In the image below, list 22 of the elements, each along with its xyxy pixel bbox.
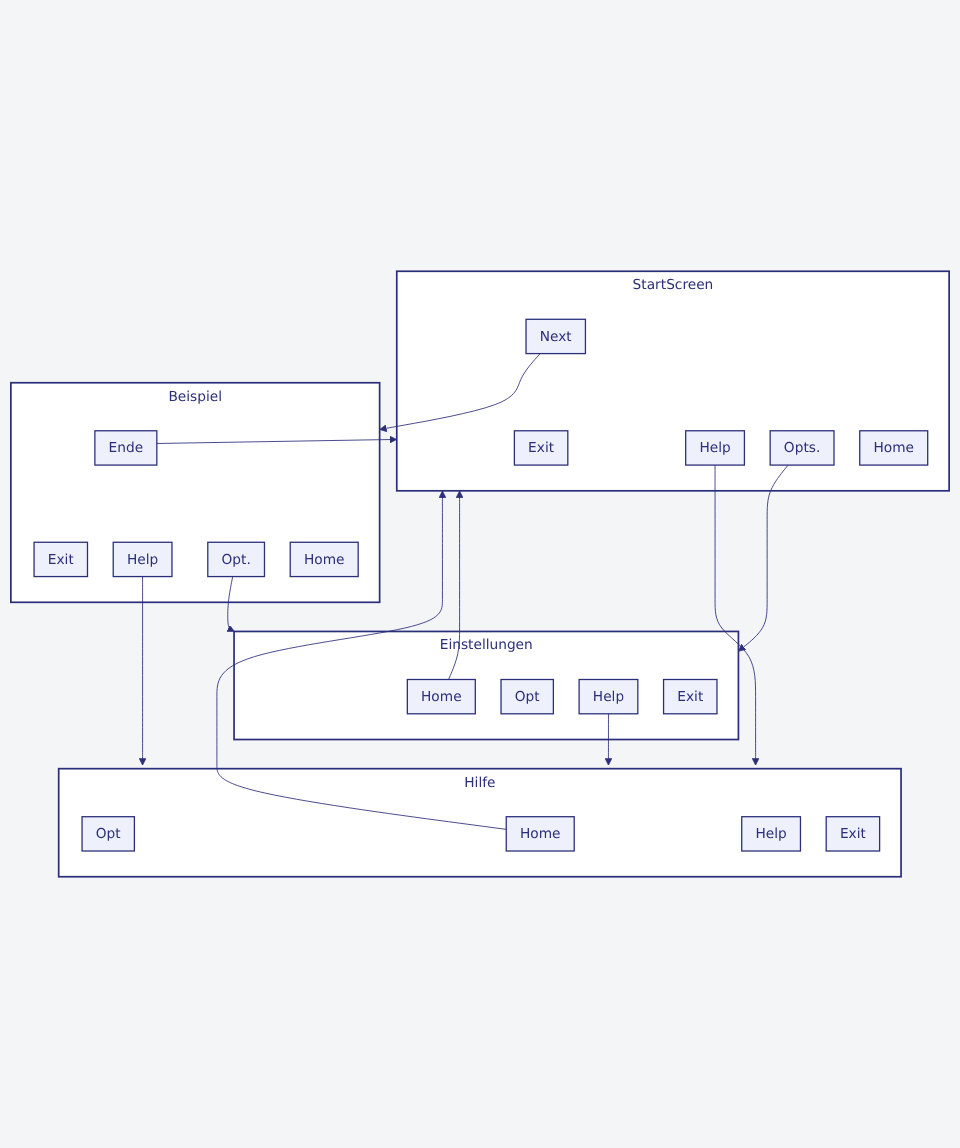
cluster [10,381,381,604]
node-box [662,678,718,715]
node-box [505,816,575,852]
node-box [289,541,359,578]
node-box [859,430,929,466]
cluster [395,270,950,492]
node-box [578,678,639,715]
node-box [94,430,158,466]
node-box [112,541,173,578]
node-box [825,816,881,852]
cluster [233,630,740,741]
node-box [33,541,89,578]
node-box [741,816,802,852]
node-box [207,541,266,578]
node-box [500,678,554,715]
node-box [685,430,746,466]
node-box [81,816,136,852]
node-box [525,318,587,355]
cluster [57,767,902,878]
node-box [769,430,835,466]
node-box [406,678,476,715]
node-box [513,430,569,466]
